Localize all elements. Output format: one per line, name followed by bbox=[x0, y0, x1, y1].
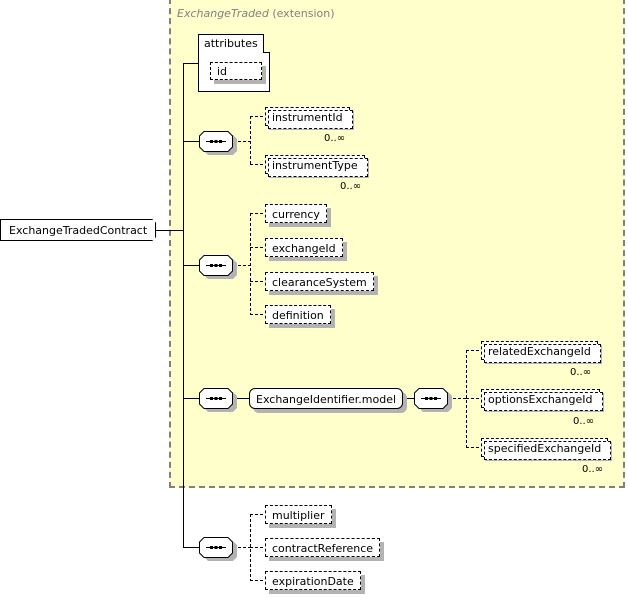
element-currency[interactable]: currency bbox=[265, 204, 327, 223]
attributes-group[interactable]: attributes id bbox=[198, 34, 270, 92]
element-clearance-system[interactable]: clearanceSystem bbox=[265, 272, 374, 291]
group-exchange-identifier-model[interactable]: ExchangeIdentifier.model bbox=[249, 388, 404, 409]
element-multiplier[interactable]: multiplier bbox=[265, 505, 332, 524]
sequence-compositor-inner[interactable] bbox=[414, 388, 452, 412]
sequence-icon bbox=[199, 537, 237, 561]
sequence-icon bbox=[199, 255, 237, 279]
sequence-compositor-1[interactable] bbox=[199, 131, 237, 155]
element-label: clearanceSystem bbox=[272, 276, 367, 289]
element-specified-exchange-id[interactable]: specifiedExchangeId bbox=[481, 438, 612, 460]
extension-suffix: (extension) bbox=[272, 7, 335, 20]
element-related-exchange-id[interactable]: relatedExchangeId bbox=[481, 341, 601, 363]
element-label: contractReference bbox=[272, 542, 374, 555]
sequence-icon bbox=[199, 388, 237, 412]
attribute-id[interactable]: id bbox=[210, 62, 262, 80]
extension-base-type: ExchangeTraded bbox=[177, 7, 269, 20]
element-label: optionsExchangeId bbox=[488, 393, 593, 406]
sequence-compositor-4[interactable] bbox=[199, 537, 237, 561]
element-label: currency bbox=[272, 208, 320, 221]
element-instrument-id[interactable]: instrumentId bbox=[265, 107, 353, 129]
sequence-icon bbox=[414, 388, 452, 412]
sequence-icon bbox=[199, 131, 237, 155]
attribute-id-label: id bbox=[217, 65, 228, 78]
element-label: multiplier bbox=[272, 509, 325, 522]
element-label: exchangeId bbox=[272, 242, 336, 255]
extension-title: ExchangeTraded (extension) bbox=[177, 7, 335, 20]
group-label: ExchangeIdentifier.model bbox=[256, 393, 397, 406]
occurrence-label: 0..∞ bbox=[340, 181, 362, 192]
element-label: definition bbox=[272, 309, 324, 322]
element-exchange-id[interactable]: exchangeId bbox=[265, 238, 343, 257]
root-element-label: ExchangeTradedContract bbox=[9, 224, 148, 237]
element-label: instrumentId bbox=[272, 111, 343, 124]
element-expiration-date[interactable]: expirationDate bbox=[265, 571, 361, 590]
sequence-compositor-3[interactable] bbox=[199, 388, 237, 412]
element-label: relatedExchangeId bbox=[488, 345, 591, 358]
element-label: expirationDate bbox=[272, 575, 354, 588]
occurrence-label: 0..∞ bbox=[582, 464, 604, 475]
root-element[interactable]: ExchangeTradedContract bbox=[0, 219, 156, 241]
sequence-compositor-2[interactable] bbox=[199, 255, 237, 279]
element-contract-reference[interactable]: contractReference bbox=[265, 538, 381, 557]
occurrence-label: 0..∞ bbox=[573, 416, 595, 427]
element-definition[interactable]: definition bbox=[265, 305, 331, 324]
element-label: specifiedExchangeId bbox=[488, 442, 602, 455]
occurrence-label: 0..∞ bbox=[324, 133, 346, 144]
element-label: instrumentType bbox=[272, 159, 358, 172]
element-options-exchange-id[interactable]: optionsExchangeId bbox=[481, 389, 602, 411]
occurrence-label: 0..∞ bbox=[570, 367, 592, 378]
attributes-title: attributes bbox=[204, 37, 258, 50]
element-instrument-type[interactable]: instrumentType bbox=[265, 155, 368, 177]
